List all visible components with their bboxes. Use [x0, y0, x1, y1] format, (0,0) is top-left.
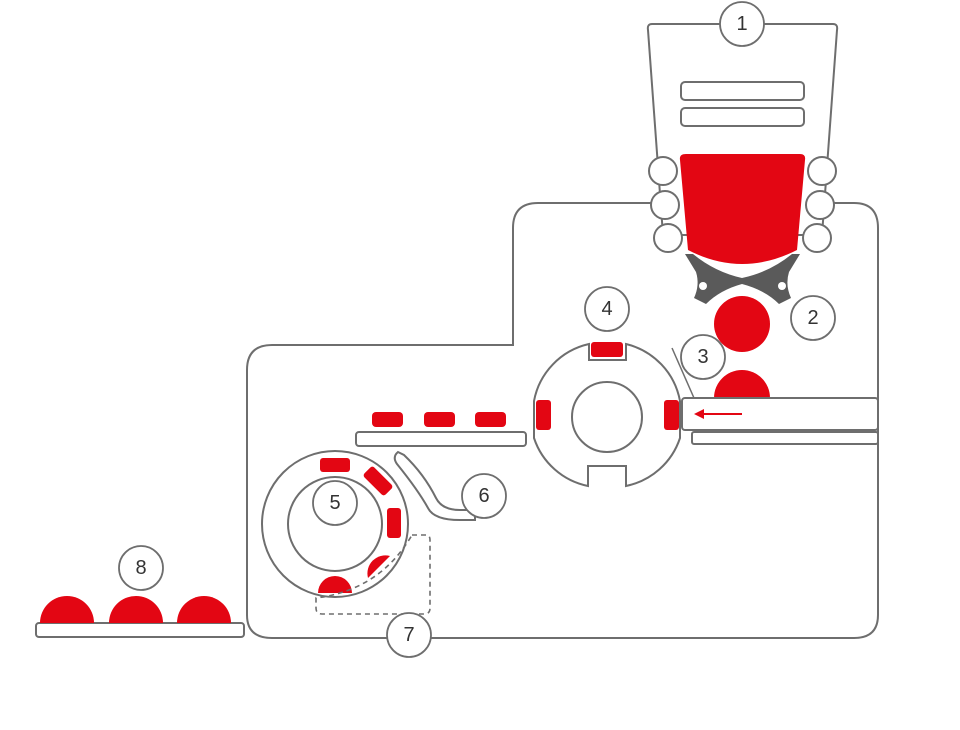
- callout-4: 4: [584, 286, 630, 332]
- transfer-wheel-hub: [571, 381, 643, 453]
- infeed-conveyor-base: [691, 431, 879, 445]
- hopper-slot-top: [680, 81, 805, 101]
- infeed-conveyor-belt: [681, 397, 879, 431]
- callout-2-label: 2: [807, 307, 818, 329]
- callout-3: 3: [680, 334, 726, 380]
- callout-2: 2: [790, 295, 836, 341]
- drum-piece-3: [387, 508, 401, 538]
- direction-arrow-icon: [694, 409, 704, 419]
- hopper-slot-bottom: [680, 107, 805, 127]
- callout-3-label: 3: [697, 346, 708, 368]
- guide-plate: [393, 450, 476, 521]
- conveyor-piece-1: [372, 412, 403, 427]
- hopper-roller-left-1: [648, 156, 678, 186]
- drum-piece-4: [367, 555, 390, 578]
- conveyor-piece-2: [424, 412, 455, 427]
- hopper-dough-mass: [679, 154, 806, 264]
- hopper-roller-left-2: [650, 190, 680, 220]
- transfer-wheel: [533, 342, 681, 488]
- transfer-piece-left: [536, 400, 551, 430]
- hopper-roller-left-3: [653, 223, 683, 253]
- middle-conveyor: [355, 431, 527, 447]
- callout-5-label: 5: [329, 492, 340, 514]
- output-product-3: [177, 596, 231, 623]
- callout-1: 1: [719, 1, 765, 47]
- transfer-piece-top: [591, 342, 623, 357]
- outlet-guide-dashed: [315, 534, 431, 615]
- callout-7-label: 7: [403, 624, 414, 646]
- callout-7: 7: [386, 612, 432, 658]
- cutter-blade-right: [742, 254, 800, 304]
- output-product-1: [40, 596, 94, 623]
- transfer-piece-right: [664, 400, 679, 430]
- drum-piece-5: [318, 576, 352, 593]
- callout-8: 8: [118, 545, 164, 591]
- callout-8-label: 8: [135, 557, 146, 579]
- hopper-roller-right-2: [805, 190, 835, 220]
- cutter-mechanism: [685, 254, 800, 304]
- hopper-roller-right-1: [807, 156, 837, 186]
- drum-piece-2: [363, 466, 393, 496]
- cutter-pivot-right: [778, 282, 786, 290]
- callout-6: 6: [461, 473, 507, 519]
- hopper: [646, 23, 839, 264]
- dough-ball-falling: [714, 296, 770, 352]
- callout-4-label: 4: [601, 298, 612, 320]
- guide-line: [671, 347, 695, 399]
- callout-5: 5: [312, 480, 358, 526]
- dough-ball-landing: [714, 370, 770, 398]
- output-product-2: [109, 596, 163, 623]
- hopper-roller-right-3: [802, 223, 832, 253]
- conveyor-piece-3: [475, 412, 506, 427]
- cutter-pivot-left: [699, 282, 707, 290]
- output-conveyor: [35, 622, 245, 638]
- drum-piece-1: [320, 458, 350, 472]
- callout-1-label: 1: [736, 13, 747, 35]
- callout-6-label: 6: [478, 485, 489, 507]
- cutter-blade-left: [685, 254, 742, 304]
- machine-housing: [246, 202, 879, 639]
